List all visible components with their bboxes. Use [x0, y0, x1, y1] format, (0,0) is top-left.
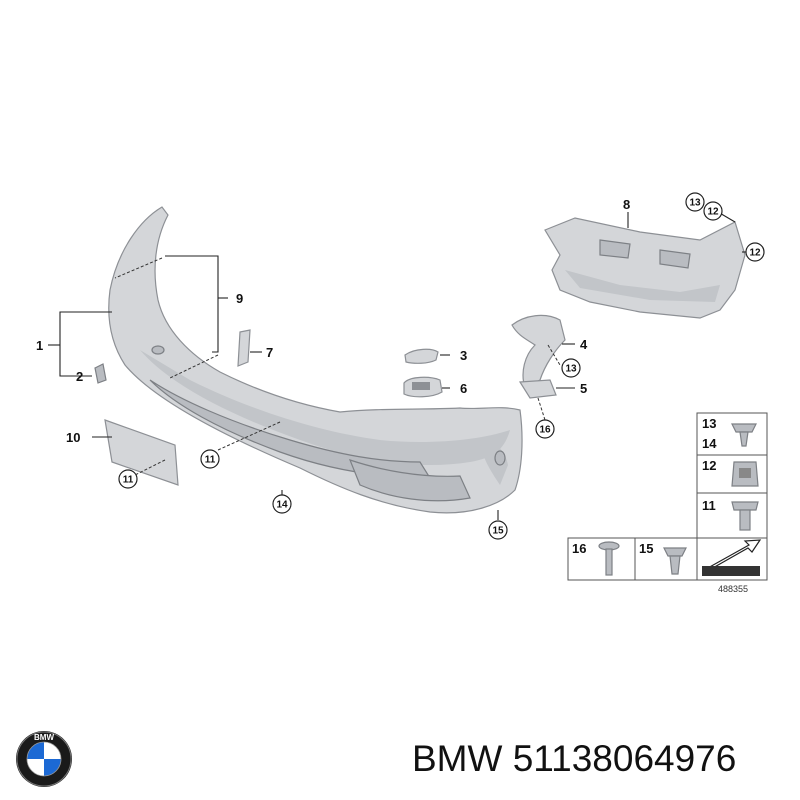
bracket-part-5 [518, 379, 557, 399]
bracket-part-7 [237, 329, 251, 367]
diagram-ref-number: 488355 [718, 584, 748, 594]
fastener-label-16: 16 [572, 541, 586, 556]
bumper-cover [108, 206, 523, 514]
carrier-part-8 [544, 217, 746, 319]
callout-11-left: 11 [123, 475, 134, 486]
fastener-label-15: 15 [639, 541, 653, 556]
callout-16: 16 [539, 425, 551, 436]
callout-13-mid: 13 [565, 364, 577, 375]
brand-part-number-caption: BMW 51138064976 [412, 738, 736, 780]
bmw-logo-icon: BMW [16, 731, 72, 787]
callout-12-right: 12 [749, 248, 761, 259]
callout-5: 5 [580, 381, 587, 396]
callout-4: 4 [580, 337, 588, 352]
fastener-table: 13 14 12 11 16 15 488355 [567, 412, 768, 594]
cover-part-3 [404, 348, 439, 364]
callout-11-center: 11 [205, 455, 216, 466]
logo-lettering: BMW [34, 733, 54, 742]
part-number: 51138064976 [512, 738, 737, 779]
callout-1: 1 [36, 338, 43, 353]
callout-6: 6 [460, 381, 467, 396]
callout-3: 3 [460, 348, 467, 363]
clip-part-2 [94, 363, 107, 384]
fastener-label-12: 12 [702, 458, 716, 473]
brand-name: BMW [412, 738, 503, 779]
callout-13-top: 13 [689, 198, 701, 209]
callout-14: 14 [276, 500, 288, 511]
fastener-label-14: 14 [702, 436, 717, 451]
callout-15: 15 [492, 526, 504, 537]
callout-7: 7 [266, 345, 273, 360]
callout-10: 10 [66, 430, 80, 445]
callout-12-top: 12 [707, 207, 719, 218]
fastener-label-13: 13 [702, 416, 716, 431]
callout-2: 2 [76, 369, 83, 384]
callout-9: 9 [236, 291, 243, 306]
bracket-part-4 [511, 314, 566, 389]
plate-holder-part-10 [104, 419, 179, 486]
fastener-label-11: 11 [702, 498, 716, 513]
callout-8: 8 [623, 197, 630, 212]
